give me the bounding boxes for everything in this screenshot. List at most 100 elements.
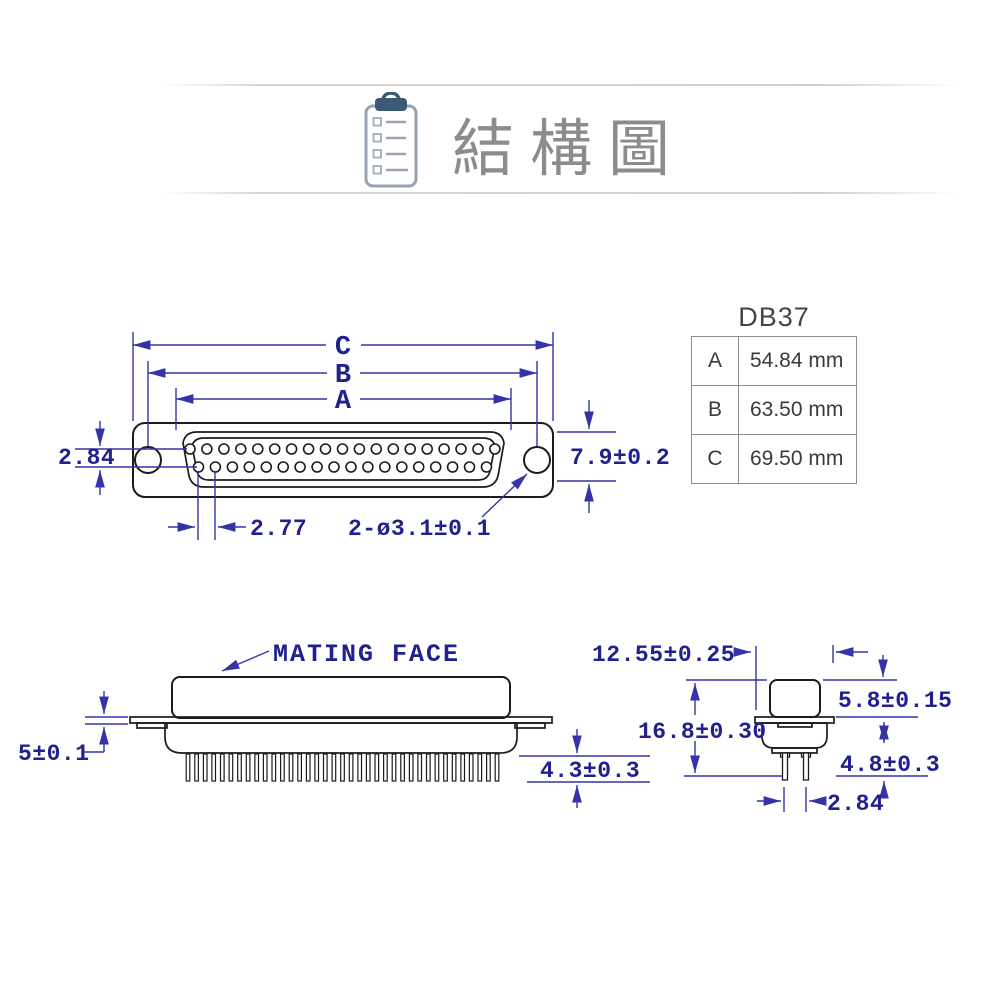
header-divider-bottom bbox=[0, 192, 1000, 194]
solder-pin bbox=[194, 753, 200, 782]
shell-side-outline bbox=[171, 676, 511, 719]
solder-pin bbox=[425, 753, 431, 782]
pin-row-bottom bbox=[192, 461, 493, 473]
solder-pin bbox=[297, 753, 302, 782]
flange-tab-right bbox=[514, 722, 546, 729]
contact-pin bbox=[378, 461, 391, 473]
clipboard-checklist-icon bbox=[364, 92, 418, 188]
contact-pin bbox=[251, 443, 264, 455]
dim-mounting-holes: 2-ø3.1±0.1 bbox=[348, 516, 491, 542]
header-divider-top bbox=[0, 84, 1000, 86]
end-view-pins bbox=[779, 752, 812, 781]
dim-shell-height-end: 5.8±0.15 bbox=[838, 688, 952, 714]
value-cell: 54.84 mm bbox=[737, 336, 858, 386]
solder-pin bbox=[468, 753, 474, 782]
solder-pin bbox=[288, 753, 294, 782]
contact-pin bbox=[209, 461, 222, 473]
dim-shell-height: 7.9±0.2 bbox=[570, 445, 670, 471]
contact-pin bbox=[429, 461, 442, 473]
table-row: A 54.84 mm bbox=[691, 336, 858, 386]
contact-pin bbox=[277, 461, 290, 473]
solder-pin bbox=[383, 753, 388, 782]
contact-pin bbox=[472, 443, 484, 455]
solder-pin bbox=[202, 753, 208, 782]
side-view-drawing: MATING FACE 5±0.1 4.3±0.3 bbox=[18, 640, 650, 808]
end-view-drawing: 12.55±0.25 5.8±0.15 16.8±0.30 4.8±0.3 2.… bbox=[592, 642, 952, 817]
spec-table-grid: A 54.84 mm B 63.50 mm C 69.50 mm bbox=[691, 336, 858, 484]
solder-pin bbox=[271, 753, 277, 782]
solder-pin bbox=[314, 753, 320, 782]
contact-pin bbox=[302, 443, 315, 455]
contact-pin bbox=[201, 443, 213, 455]
solder-pin bbox=[434, 753, 440, 782]
flange-tab-left bbox=[136, 722, 168, 729]
shell-end-outline bbox=[769, 679, 821, 718]
contact-pin bbox=[328, 461, 340, 473]
dim-row-spacing: 2.84 bbox=[58, 445, 115, 471]
contact-pin bbox=[455, 443, 467, 455]
solder-pin bbox=[228, 753, 234, 782]
param-cell: B bbox=[691, 385, 739, 435]
section-title: 結構圖 bbox=[452, 115, 687, 184]
solder-pin bbox=[408, 753, 414, 782]
pin-comb bbox=[185, 753, 500, 782]
spec-table-title: DB37 bbox=[738, 302, 810, 332]
connector-body-outline bbox=[132, 422, 554, 498]
contact-pin bbox=[218, 443, 230, 455]
param-cell: A bbox=[691, 336, 739, 386]
contact-pin bbox=[268, 443, 281, 455]
table-row: C 69.50 mm bbox=[691, 434, 858, 484]
dshell-inner-outline bbox=[191, 437, 496, 481]
solder-pin bbox=[460, 753, 466, 782]
top-view-drawing: C B A 2.84 7.9±0.2 2.77 2-ø3.1±0.1 bbox=[58, 332, 670, 542]
solder-pin bbox=[443, 753, 448, 782]
solder-pin bbox=[477, 753, 483, 782]
contact-pin bbox=[345, 461, 357, 473]
solder-pin bbox=[357, 753, 363, 782]
pin-row-top bbox=[184, 443, 501, 455]
end-view-dimension-lines bbox=[684, 645, 928, 812]
contact-pin bbox=[395, 461, 408, 473]
solder-pin bbox=[348, 753, 354, 782]
spec-table: DB37 A 54.84 mm B 63.50 mm C 69.50 mm bbox=[691, 302, 858, 484]
top-view-dimension-lines bbox=[75, 332, 616, 540]
value-cell: 69.50 mm bbox=[737, 434, 858, 484]
dim-pin-row-spacing: 2.84 bbox=[827, 791, 884, 817]
solder-pin bbox=[331, 753, 337, 782]
contact-pin bbox=[260, 461, 273, 473]
solder-pin bbox=[211, 753, 217, 782]
contact-pin bbox=[370, 443, 383, 455]
dim-hole-span-b: B bbox=[335, 361, 351, 391]
insulator-body-side bbox=[164, 722, 518, 754]
solder-pin bbox=[374, 753, 380, 782]
dim-shell-width-a: A bbox=[335, 387, 352, 417]
contact-pin bbox=[421, 443, 434, 455]
mounting-hole-right bbox=[523, 446, 551, 474]
solder-pin bbox=[305, 753, 311, 782]
solder-pin bbox=[417, 753, 423, 782]
solder-pin bbox=[486, 753, 491, 782]
body-step bbox=[771, 747, 818, 754]
contact-pin bbox=[404, 443, 417, 455]
dim-bracket-offset: 5±0.1 bbox=[18, 741, 90, 767]
contact-pin bbox=[294, 461, 306, 473]
contact-pin bbox=[319, 443, 332, 455]
contact-pin bbox=[438, 443, 450, 455]
contact-pin bbox=[311, 461, 323, 473]
contact-pin bbox=[336, 443, 349, 455]
table-row: B 63.50 mm bbox=[691, 385, 858, 435]
solder-pin bbox=[280, 753, 285, 782]
param-cell: C bbox=[691, 434, 739, 484]
contact-pin bbox=[463, 461, 476, 473]
contact-pin bbox=[226, 461, 239, 473]
mating-face-label: MATING FACE bbox=[273, 640, 460, 669]
solder-pin bbox=[391, 753, 397, 782]
dim-pin-length-end: 4.8±0.3 bbox=[840, 752, 940, 778]
solder-pin bbox=[494, 753, 500, 782]
contact-pin bbox=[353, 443, 366, 455]
dim-pin-length-side: 4.3±0.3 bbox=[540, 758, 640, 784]
solder-pin bbox=[262, 753, 268, 782]
contact-pin bbox=[412, 461, 425, 473]
